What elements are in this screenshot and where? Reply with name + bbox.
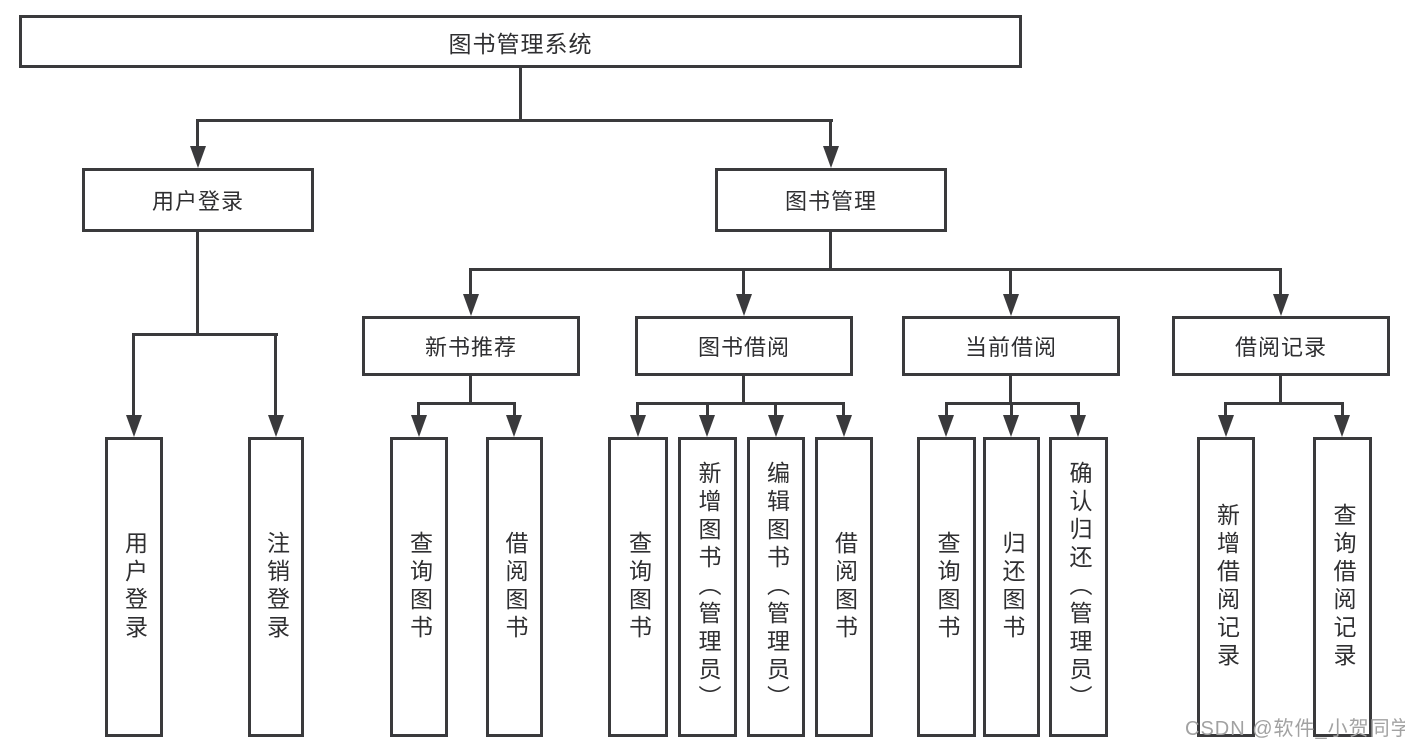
arrow-down-icon xyxy=(768,415,784,437)
connector-line xyxy=(1341,402,1344,417)
arrow-down-icon xyxy=(1003,294,1019,316)
connector-line xyxy=(274,333,277,417)
arrow-down-icon xyxy=(1218,415,1234,437)
node-current-borrow-label: 当前借阅 xyxy=(964,335,1057,360)
node-book-management-label: 图书管理 xyxy=(784,189,877,214)
arrow-down-icon xyxy=(411,415,427,437)
leaf-borrow-query-books: 查询图书 xyxy=(608,437,668,737)
leaf-recommend-query-books: 查询图书 xyxy=(390,437,448,737)
connector-line xyxy=(196,119,199,149)
connector-line xyxy=(1279,376,1282,405)
arrow-down-icon xyxy=(1273,294,1289,316)
leaf-add-book-admin-label: 新增图书（管理员） xyxy=(695,461,721,713)
connector-line xyxy=(1077,402,1080,417)
arrow-down-icon xyxy=(736,294,752,316)
leaf-confirm-return-admin-label: 确认归还（管理员） xyxy=(1066,461,1092,713)
connector-line xyxy=(469,268,472,296)
connector-line xyxy=(742,268,745,296)
leaf-confirm-return-admin: 确认归还（管理员） xyxy=(1049,437,1108,737)
arrow-down-icon xyxy=(268,415,284,437)
node-root-label: 图书管理系统 xyxy=(448,30,593,57)
connector-line xyxy=(1224,402,1227,417)
node-root: 图书管理系统 xyxy=(19,15,1022,68)
leaf-return-book: 归还图书 xyxy=(983,437,1040,737)
connector-line xyxy=(132,333,278,336)
leaf-user-login-label: 用户登录 xyxy=(121,531,148,643)
connector-line xyxy=(742,376,745,405)
arrow-down-icon xyxy=(463,294,479,316)
connector-line xyxy=(1010,402,1013,417)
connector-line xyxy=(1009,376,1012,405)
connector-line xyxy=(132,333,135,417)
leaf-edit-book-admin: 编辑图书（管理员） xyxy=(747,437,805,737)
connector-line xyxy=(636,402,845,405)
arrow-down-icon xyxy=(823,146,839,168)
connector-line xyxy=(945,402,948,417)
connector-line xyxy=(196,232,199,336)
leaf-logout: 注销登录 xyxy=(248,437,304,737)
connector-line xyxy=(636,402,639,417)
leaf-borrow-book-label: 借阅图书 xyxy=(831,531,858,643)
node-user-login-label: 用户登录 xyxy=(151,189,244,214)
connector-line xyxy=(1009,268,1012,296)
node-user-login: 用户登录 xyxy=(82,168,314,232)
arrow-down-icon xyxy=(1334,415,1350,437)
leaf-user-login: 用户登录 xyxy=(105,437,163,737)
csdn-watermark: CSDN @软件_小贺同学 xyxy=(1185,718,1405,740)
node-book-management: 图书管理 xyxy=(715,168,947,232)
leaf-current-query-books: 查询图书 xyxy=(917,437,976,737)
node-borrow-records: 借阅记录 xyxy=(1172,316,1390,376)
leaf-current-query-books-label: 查询图书 xyxy=(934,531,960,643)
leaf-recommend-query-books-label: 查询图书 xyxy=(406,531,433,643)
connector-line xyxy=(417,402,516,405)
connector-line xyxy=(829,119,832,149)
leaf-borrow-query-books-label: 查询图书 xyxy=(625,531,652,643)
connector-line xyxy=(469,376,472,405)
connector-line xyxy=(1279,268,1282,296)
leaf-add-book-admin: 新增图书（管理员） xyxy=(678,437,737,737)
leaf-return-book-label: 归还图书 xyxy=(999,531,1025,643)
leaf-recommend-borrow-books: 借阅图书 xyxy=(486,437,543,737)
node-new-book-recommend: 新书推荐 xyxy=(362,316,580,376)
arrow-down-icon xyxy=(190,146,206,168)
connector-line xyxy=(774,402,777,417)
node-borrow-records-label: 借阅记录 xyxy=(1234,335,1327,360)
arrow-down-icon xyxy=(1003,415,1019,437)
leaf-logout-label: 注销登录 xyxy=(263,531,290,643)
leaf-query-borrow-record: 查询借阅记录 xyxy=(1313,437,1372,737)
connector-line xyxy=(1224,402,1344,405)
connector-line xyxy=(196,119,833,122)
node-book-borrow: 图书借阅 xyxy=(635,316,853,376)
connector-line xyxy=(842,402,845,417)
connector-line xyxy=(519,68,522,121)
arrow-down-icon xyxy=(506,415,522,437)
leaf-add-borrow-record-label: 新增借阅记录 xyxy=(1213,503,1240,671)
connector-line xyxy=(829,232,832,271)
leaf-add-borrow-record: 新增借阅记录 xyxy=(1197,437,1255,737)
leaf-borrow-book: 借阅图书 xyxy=(815,437,873,737)
leaf-edit-book-admin-label: 编辑图书（管理员） xyxy=(763,461,790,713)
connector-line xyxy=(513,402,516,417)
arrow-down-icon xyxy=(1070,415,1086,437)
node-new-book-recommend-label: 新书推荐 xyxy=(424,335,517,360)
arrow-down-icon xyxy=(126,415,142,437)
leaf-recommend-borrow-books-label: 借阅图书 xyxy=(502,531,528,643)
arrow-down-icon xyxy=(630,415,646,437)
arrow-down-icon xyxy=(836,415,852,437)
arrow-down-icon xyxy=(938,415,954,437)
node-current-borrow: 当前借阅 xyxy=(902,316,1120,376)
connector-line xyxy=(469,268,1282,271)
connector-line xyxy=(417,402,420,417)
connector-line xyxy=(706,402,709,417)
arrow-down-icon xyxy=(699,415,715,437)
node-book-borrow-label: 图书借阅 xyxy=(697,335,790,360)
leaf-query-borrow-record-label: 查询借阅记录 xyxy=(1330,503,1356,671)
